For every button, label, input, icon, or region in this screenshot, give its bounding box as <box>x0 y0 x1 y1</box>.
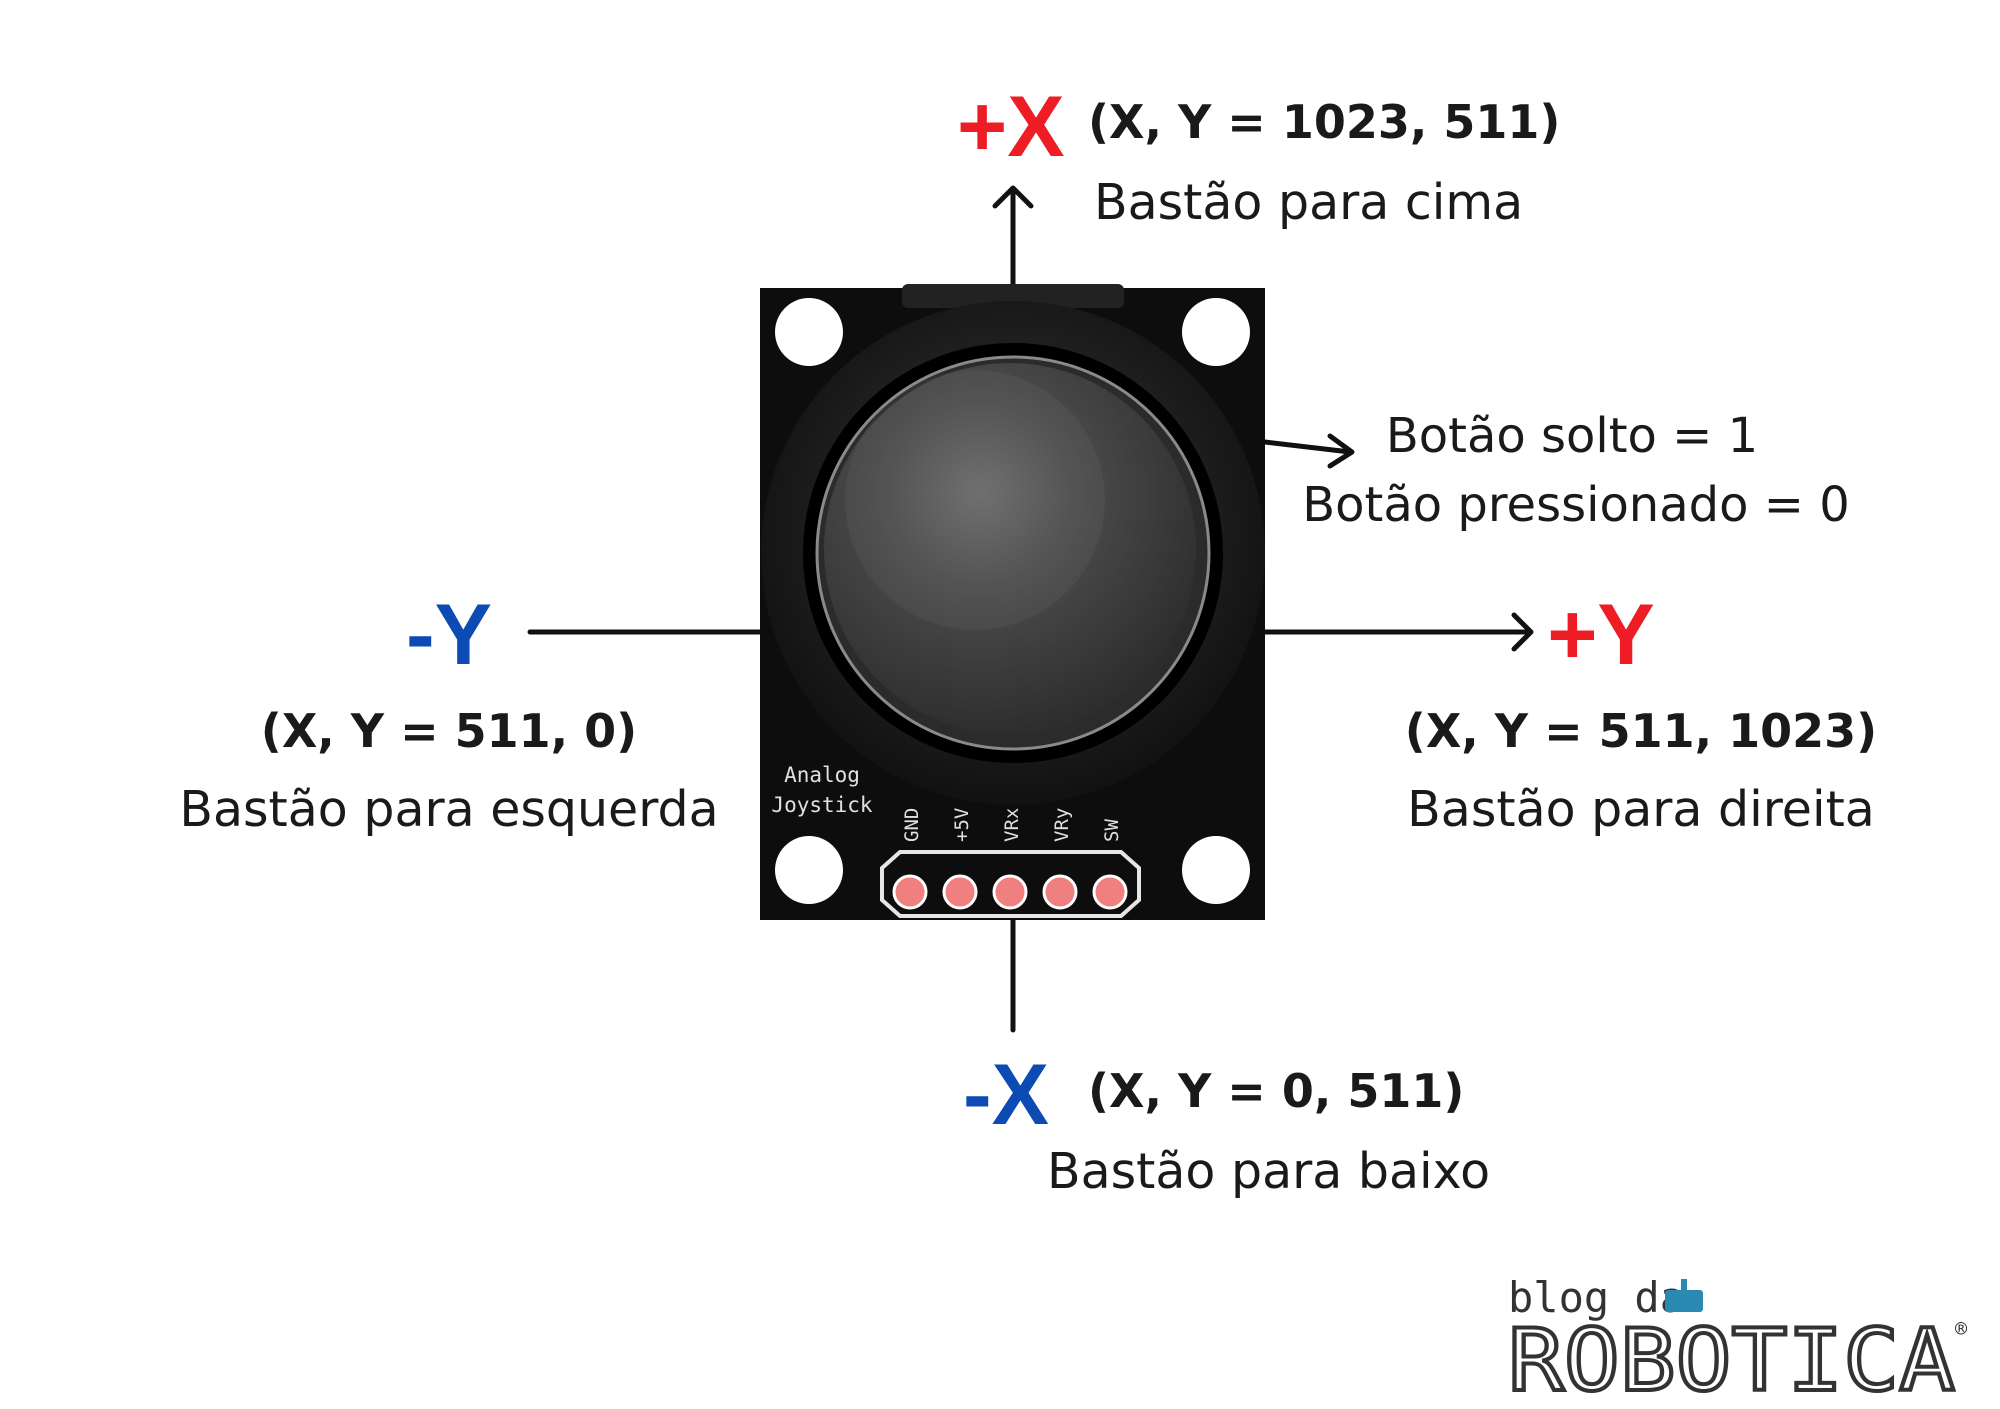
axis-desc-minus-y: Bastão para esquerda <box>179 781 719 838</box>
axis-desc-minus-x: Bastão para baixo <box>1047 1143 1491 1200</box>
axis-up-arrowhead <box>992 185 1034 209</box>
joystick-cap-highlight <box>845 370 1105 630</box>
logo-robot-head <box>1665 1290 1703 1312</box>
module-title-line1: Analog <box>784 763 860 787</box>
axis-right-arrowhead <box>1511 612 1534 652</box>
joystick-module: Analog Joystick GND +5V VRx VRy SW <box>760 284 1265 920</box>
axis-coords-plus-x: (X, Y = 1023, 511) <box>1088 95 1561 149</box>
pin-pad-5v <box>942 874 978 910</box>
pin-label-vry: VRy <box>1051 808 1073 842</box>
logo-text-top: blog da <box>1508 1273 1685 1322</box>
pin-label-gnd: GND <box>901 808 923 842</box>
joystick-cap <box>824 363 1196 735</box>
axis-desc-plus-x: Bastão para cima <box>1094 174 1524 231</box>
pin-label-5v: +5V <box>951 808 973 842</box>
axis-label-minus-x: -X <box>963 1047 1049 1143</box>
logo-robot-antenna <box>1681 1279 1687 1290</box>
pin-label-vrx: VRx <box>1001 808 1023 842</box>
axis-desc-plus-y: Bastão para direita <box>1407 781 1875 838</box>
axis-label-minus-y: -Y <box>406 587 492 683</box>
pin-header-outline <box>880 850 1141 918</box>
blog-da-robotica-logo: blog da ROBOTICA ® <box>1506 1273 1968 1409</box>
mount-hole <box>775 298 843 366</box>
pin-pad-gnd <box>892 874 928 910</box>
logo-text-main: ROBOTICA <box>1508 1311 1955 1409</box>
logo-registered-mark: ® <box>1955 1317 1968 1341</box>
mount-hole <box>1182 298 1250 366</box>
stick-housing <box>902 284 1124 308</box>
pin-header: GND +5V VRx VRy SW <box>880 808 1141 918</box>
mount-hole <box>775 836 843 904</box>
pin-pad-vrx <box>992 874 1028 910</box>
button-pointer-arrowhead <box>1327 433 1355 469</box>
pin-pad-sw <box>1092 874 1128 910</box>
axis-coords-minus-y: (X, Y = 511, 0) <box>260 704 638 758</box>
axis-coords-minus-x: (X, Y = 0, 511) <box>1088 1064 1465 1118</box>
button-pressed-label: Botão pressionado = 0 <box>1302 477 1850 533</box>
pin-pad-vry <box>1042 874 1078 910</box>
mount-hole <box>1182 836 1250 904</box>
pin-label-sw: SW <box>1101 819 1123 842</box>
axis-label-plus-y: +Y <box>1547 587 1655 683</box>
button-released-label: Botão solto = 1 <box>1385 408 1759 464</box>
module-title-line2: Joystick <box>771 793 873 817</box>
axis-coords-plus-y: (X, Y = 511, 1023) <box>1404 704 1878 758</box>
axis-label-plus-x: +X <box>957 79 1065 175</box>
